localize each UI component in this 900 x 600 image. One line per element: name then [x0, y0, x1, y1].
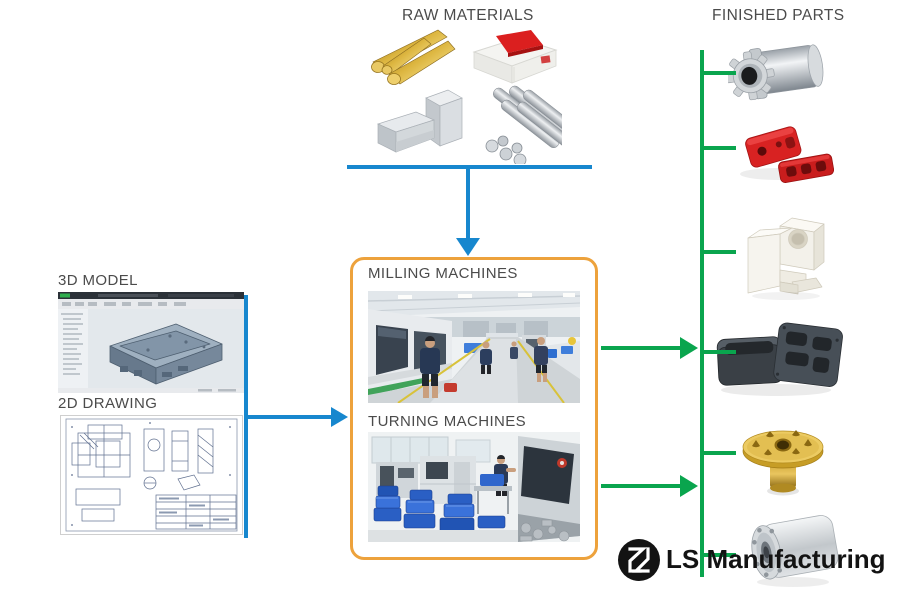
3d-cad-model-screenshot [58, 292, 244, 393]
3d-model-title: 3D MODEL [58, 272, 138, 289]
2d-drawing-title: 2D DRAWING [58, 395, 158, 412]
ls-manufacturing-logo-text: LS Manufacturing [666, 544, 886, 574]
part-tick-6 [704, 553, 736, 557]
milling-factory-photo [368, 291, 580, 403]
ls-manufacturing-logo-icon [618, 539, 660, 581]
red-anodized-bracket-image [740, 126, 835, 183]
brass-flange-nut-image [742, 430, 824, 496]
2d-engineering-drawing [60, 415, 243, 535]
milling-machines-title: MILLING MACHINES [368, 265, 518, 282]
aluminum-gear-shaft-image [728, 44, 824, 101]
steel-round-bars-image [485, 85, 562, 164]
white-plastic-block-image [747, 217, 825, 300]
finished-parts-spine-line [700, 50, 704, 577]
finished-parts-title: FINISHED PARTS [712, 7, 845, 24]
design-to-machines-line [244, 415, 333, 419]
turning-to-parts-line [601, 484, 682, 488]
brass-rods-image [371, 29, 456, 85]
gray-enclosure-halves-image [716, 322, 843, 396]
turning-to-parts-arrowhead-icon [680, 475, 698, 497]
raw-materials-title: RAW MATERIALS [402, 7, 534, 24]
aluminum-blocks-image [377, 89, 463, 153]
milling-to-parts-arrowhead-icon [680, 337, 698, 359]
turning-machines-title: TURNING MACHINES [368, 413, 527, 430]
raw-to-machines-arrowhead-icon [456, 238, 480, 256]
raw-to-machines-line [466, 165, 470, 238]
part-tick-1 [704, 71, 736, 75]
turning-factory-photo [368, 432, 580, 542]
part-tick-5 [704, 451, 736, 455]
worker-figures [420, 336, 548, 398]
part-tick-3 [704, 250, 736, 254]
design-to-machines-arrowhead-icon [331, 407, 348, 427]
milling-to-parts-line [601, 346, 682, 350]
part-tick-2 [704, 146, 736, 150]
part-tick-4 [704, 350, 736, 354]
silver-cylinder-housing-image [751, 515, 839, 587]
boxed-red-sheet-image [472, 30, 558, 84]
